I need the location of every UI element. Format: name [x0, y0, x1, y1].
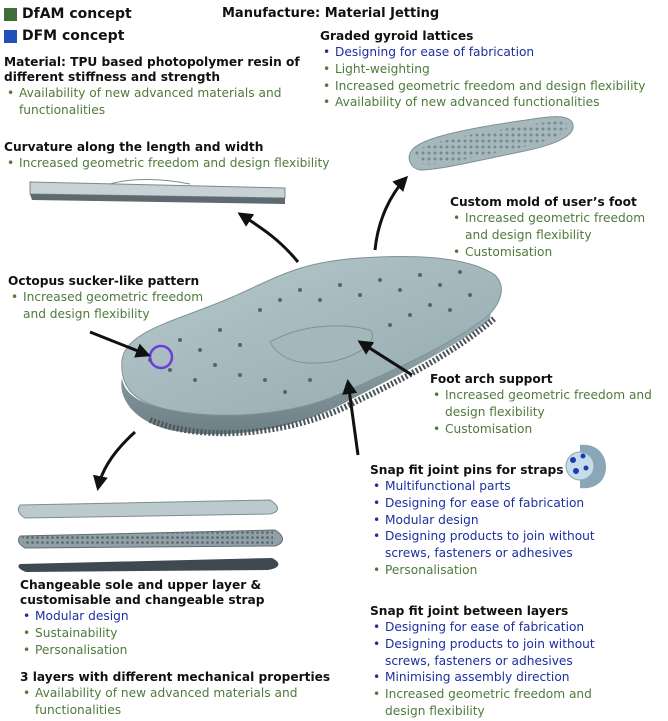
- gyroid-lattice-insole: [408, 116, 574, 171]
- snap-pins-section: Snap fit joint pins for straps Multifunc…: [370, 463, 620, 579]
- list-item: Increased geometric freedom and design f…: [4, 155, 344, 172]
- octopus-section: Octopus sucker-like pattern Increased ge…: [8, 274, 218, 323]
- curvature-heading: Curvature along the length and width: [4, 140, 264, 154]
- curvature-section: Curvature along the length and width Inc…: [4, 140, 344, 172]
- list-item: Light-weighting: [320, 61, 665, 78]
- snap-pin-icon: [565, 444, 606, 489]
- list-item: Minimising assembly direction: [370, 669, 620, 686]
- gyroid-section: Graded gyroid lattices Designing for eas…: [320, 29, 665, 111]
- arch-heading: Foot arch support: [430, 372, 553, 386]
- list-item: Modular design: [20, 608, 310, 625]
- list-item: Personalisation: [370, 562, 620, 579]
- list-item: Designing for ease of fabrication: [370, 495, 620, 512]
- list-item: Increased geometric freedom and design f…: [320, 78, 665, 95]
- changeable-section: Changeable sole and upper layer & custom…: [20, 578, 310, 658]
- legend-dfm-label: DFM concept: [22, 28, 125, 44]
- arch-section: Foot arch support Increased geometric fr…: [430, 372, 660, 437]
- material-section: Material: TPU based photopolymer resin o…: [4, 55, 304, 119]
- snap-layers-heading: Snap fit joint between layers: [370, 604, 569, 618]
- dfm-swatch: [4, 29, 17, 43]
- list-item: Customisation: [450, 244, 665, 261]
- list-item: Designing for ease of fabrication: [370, 619, 620, 636]
- list-item: Increased geometric freedom and design f…: [8, 289, 218, 323]
- exploded-layers: [17, 499, 283, 572]
- list-item: Increased geometric freedom and design f…: [370, 686, 620, 720]
- mold-heading: Custom mold of user’s foot: [450, 195, 637, 209]
- list-item: Designing products to join without screw…: [370, 636, 620, 670]
- list-item: Availability of new advanced functionali…: [320, 94, 665, 111]
- legend: DfAM concept DFM concept: [4, 5, 132, 45]
- pointer-arrows: [89, 175, 413, 491]
- curvature-side-profile: [29, 179, 286, 204]
- list-item: Availability of new advanced materials a…: [4, 85, 304, 119]
- changeable-heading: Changeable sole and upper layer & custom…: [20, 578, 265, 607]
- gyroid-heading: Graded gyroid lattices: [320, 29, 474, 43]
- layers3-heading: 3 layers with different mechanical prope…: [20, 670, 331, 684]
- legend-dfm: DFM concept: [4, 27, 132, 45]
- snap-layers-section: Snap fit joint between layers Designing …: [370, 604, 620, 720]
- mold-section: Custom mold of user’s foot Increased geo…: [450, 195, 665, 260]
- octopus-heading: Octopus sucker-like pattern: [8, 274, 200, 288]
- layers3-section: 3 layers with different mechanical prope…: [20, 670, 340, 719]
- list-item: Increased geometric freedom and design f…: [450, 210, 665, 244]
- list-item: Increased geometric freedom and design f…: [430, 387, 660, 421]
- list-item: Sustainability: [20, 625, 310, 642]
- dfam-swatch: [4, 7, 17, 21]
- list-item: Designing products to join without screw…: [370, 528, 620, 562]
- snap-pins-heading: Snap fit joint pins for straps: [370, 463, 564, 477]
- legend-dfam-label: DfAM concept: [22, 6, 132, 22]
- page-title: Manufacture: Material Jetting: [222, 6, 440, 21]
- material-heading: Material: TPU based photopolymer resin o…: [4, 55, 300, 84]
- list-item: Availability of new advanced materials a…: [20, 685, 340, 719]
- legend-dfam: DfAM concept: [4, 5, 132, 23]
- list-item: Designing for ease of fabrication: [320, 44, 665, 61]
- list-item: Personalisation: [20, 642, 310, 659]
- list-item: Customisation: [430, 421, 660, 438]
- list-item: Multifunctional parts: [370, 478, 620, 495]
- list-item: Modular design: [370, 512, 620, 529]
